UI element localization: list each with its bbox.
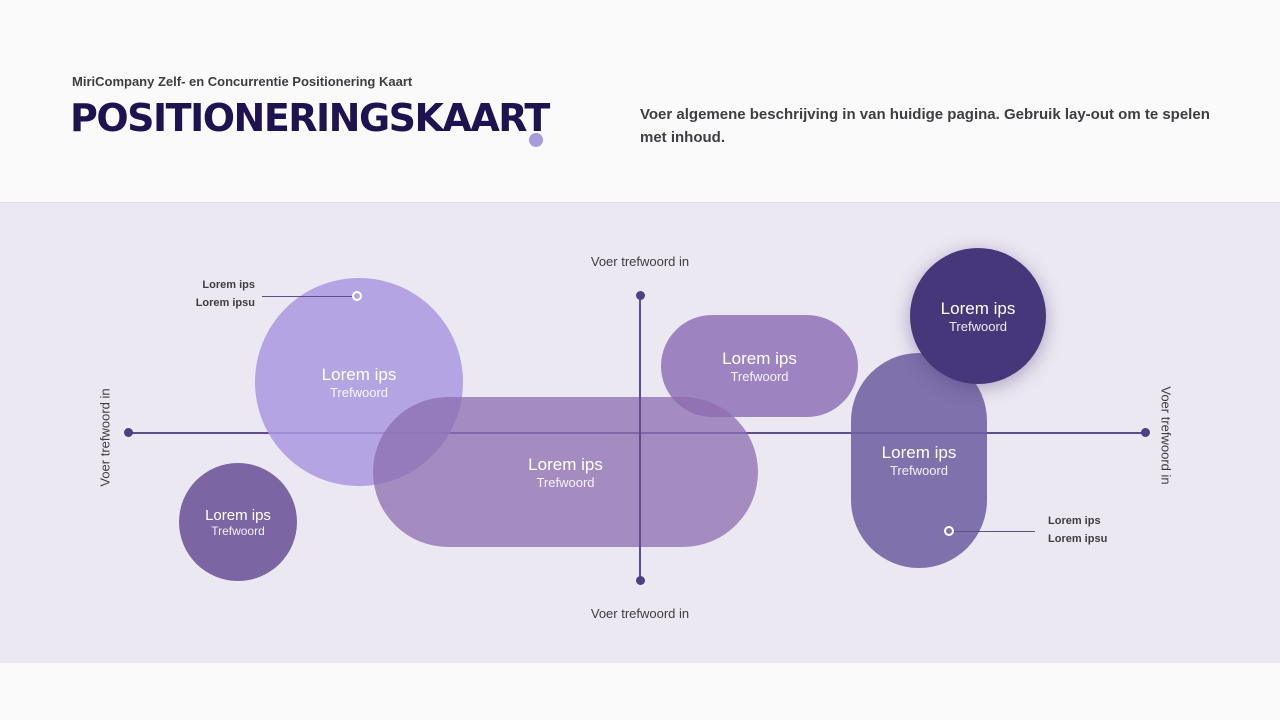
callout-line-2: Lorem ipsu bbox=[1048, 533, 1108, 545]
bubble-title: Lorem ips bbox=[321, 364, 397, 384]
bubble-keyword: Trefwoord bbox=[730, 368, 789, 384]
axis-label-right: Voer trefwoord in bbox=[1158, 386, 1174, 485]
axis-label-top: Voer trefwoord in bbox=[590, 254, 690, 269]
position-bubble-2[interactable]: Lorem ips Trefwoord bbox=[373, 397, 758, 547]
bubble-keyword: Trefwoord bbox=[536, 474, 595, 490]
axis-label-bottom: Voer trefwoord in bbox=[590, 606, 690, 621]
bubble-keyword: Trefwoord bbox=[889, 463, 949, 478]
position-bubble-4[interactable]: Lorem ips Trefwoord bbox=[661, 315, 858, 417]
bubble-title: Lorem ips bbox=[205, 506, 271, 524]
axis-endpoint-bottom bbox=[636, 576, 645, 585]
bubble-title: Lorem ips bbox=[528, 454, 603, 474]
slide-subtitle: MiriCompany Zelf- en Concurrentie Positi… bbox=[72, 74, 413, 89]
slide-title: POSITIONERINGSKAART bbox=[70, 96, 550, 140]
position-bubble-3[interactable]: Lorem ips Trefwoord bbox=[179, 463, 297, 581]
bubble-keyword: Trefwoord bbox=[329, 384, 389, 400]
callout-left: Lorem ips Lorem ipsu bbox=[155, 276, 255, 312]
callout-line-1: Lorem ips bbox=[1048, 515, 1101, 527]
axis-endpoint-right bbox=[1141, 428, 1150, 437]
vertical-axis bbox=[639, 295, 641, 580]
callout-connector-right bbox=[954, 531, 1035, 532]
axis-label-left: Voer trefwoord in bbox=[97, 388, 113, 487]
slide-description: Voer algemene beschrijving in van huidig… bbox=[640, 106, 1210, 146]
axis-endpoint-top bbox=[636, 291, 645, 300]
bubble-keyword: Trefwoord bbox=[211, 523, 265, 538]
axis-endpoint-left bbox=[124, 428, 133, 437]
bubble-title: Lorem ips bbox=[881, 443, 957, 462]
position-bubble-5[interactable]: Lorem ips Trefwoord bbox=[851, 353, 987, 568]
callout-marker-right bbox=[944, 526, 954, 536]
callout-connector-left bbox=[262, 296, 352, 297]
bubble-keyword: Trefwoord bbox=[948, 318, 1008, 334]
bubble-title: Lorem ips bbox=[940, 298, 1016, 318]
callout-marker-left bbox=[352, 291, 362, 301]
bubble-title: Lorem ips bbox=[722, 348, 797, 368]
callout-line-1: Lorem ips bbox=[202, 279, 255, 291]
callout-right: Lorem ips Lorem ipsu bbox=[1048, 512, 1148, 548]
position-bubble-6[interactable]: Lorem ips Trefwoord bbox=[910, 248, 1046, 384]
title-accent-dot bbox=[529, 133, 543, 147]
callout-line-2: Lorem ipsu bbox=[195, 297, 255, 309]
